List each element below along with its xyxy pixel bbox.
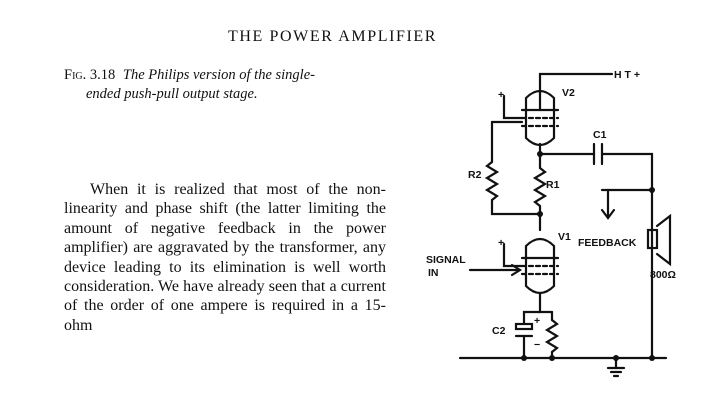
caption-line-2: ended push-pull output stage. (86, 86, 258, 102)
c2-minus: − (534, 339, 540, 351)
page-header: THE POWER AMPLIFIER (228, 28, 438, 45)
figure-label: Fig. 3.18 (64, 67, 116, 83)
circuit-diagram: H T + V2 V1 C1 R1 R2 C2 SIGNAL IN FEEDBA… (426, 69, 676, 378)
tube-v2 (524, 89, 556, 147)
resistor-r2 (484, 160, 500, 202)
c2-plus: + (534, 315, 540, 327)
capacitor-c2 (514, 322, 534, 331)
r2-label: R2 (468, 169, 482, 181)
c2-label: C2 (492, 325, 506, 337)
ht-label: H T + (614, 69, 640, 81)
v2-label: V2 (562, 87, 575, 99)
c1-label: C1 (593, 129, 607, 141)
v2-grid-plus: + (498, 89, 504, 101)
signal-in-label: IN (428, 267, 439, 279)
feedback-label: FEEDBACK (578, 237, 637, 249)
v1-label: V1 (558, 231, 571, 243)
figure-caption: Fig. 3.18 The Philips version of the sin… (64, 66, 394, 104)
tube-v1 (524, 237, 556, 295)
resistor-r3 (544, 318, 560, 354)
v1-grid-plus: + (498, 237, 504, 249)
resistor-r1 (532, 166, 548, 208)
caption-line-1: The Philips version of the single- (122, 67, 315, 83)
r1-label: R1 (546, 179, 560, 191)
load-label: 800Ω (650, 269, 676, 281)
ht-wire (538, 72, 614, 112)
signal-label: SIGNAL (426, 254, 466, 266)
body-paragraph: When it is realized that most of the non… (64, 181, 386, 334)
